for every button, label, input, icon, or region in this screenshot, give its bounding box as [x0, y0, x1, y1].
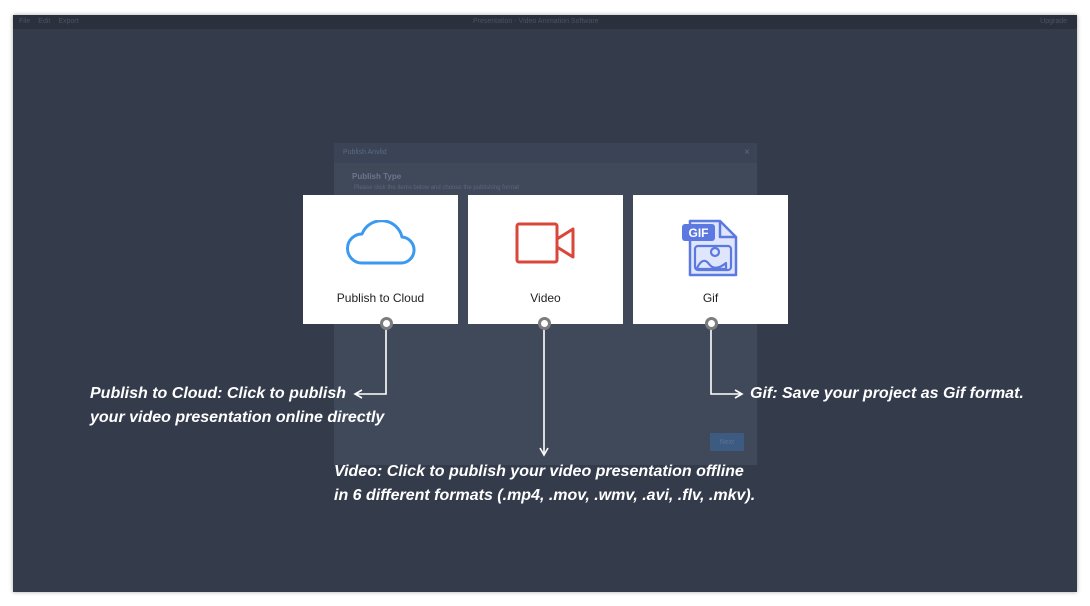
cloud-annotation: Publish to Cloud: Click to publish your …	[90, 382, 384, 430]
video-annotation-line1: Video: Click to publish your video prese…	[334, 463, 744, 480]
video-camera-icon	[468, 220, 623, 266]
gif-card[interactable]: GIF Gif	[633, 195, 788, 324]
card-label-video: Video	[530, 291, 561, 305]
video-annotation-line2: in 6 different formats (.mp4, .mov, .wmv…	[334, 487, 756, 504]
dialog-title: Publish Anvlid	[343, 149, 387, 156]
menu-export[interactable]: Export	[58, 18, 79, 25]
gif-callout-dot	[705, 317, 718, 330]
video-card[interactable]: Video	[468, 195, 623, 324]
cloud-annotation-line2: your video presentation online directly	[90, 409, 385, 426]
gif-badge-text: GIF	[688, 226, 708, 240]
menu-edit[interactable]: Edit	[38, 18, 51, 25]
cloud-callout-dot	[380, 317, 393, 330]
window-title: Presentation - Video Animation Software	[473, 18, 599, 25]
cloud-icon	[303, 220, 458, 266]
gif-annotation: Gif: Save your project as Gif format.	[750, 382, 1024, 406]
card-label-cloud: Publish to Cloud	[336, 291, 425, 305]
video-annotation: Video: Click to publish your video prese…	[334, 460, 755, 508]
close-icon[interactable]: ×	[744, 147, 750, 158]
video-callout-dot	[538, 317, 551, 330]
dialog-header: Publish Anvlid ×	[334, 143, 757, 163]
menu-file[interactable]: File	[19, 18, 31, 25]
section-description: Please click the items below and choose …	[354, 185, 520, 191]
cloud-annotation-line1: Publish to Cloud: Click to publish	[90, 385, 346, 402]
title-bar: File Edit Export Presentation - Video An…	[13, 15, 1077, 29]
section-title: Publish Type	[352, 172, 402, 181]
next-button[interactable]: Next	[710, 433, 744, 451]
card-label-gif: Gif	[702, 291, 719, 305]
upgrade-link[interactable]: Upgrade	[1040, 18, 1067, 25]
menu-bar: File Edit Export	[19, 18, 79, 25]
gif-file-icon: GIF	[633, 219, 788, 277]
title-bar-right: Upgrade	[1040, 18, 1067, 25]
gif-annotation-line1: Gif: Save your project as Gif format.	[750, 385, 1024, 402]
publish-to-cloud-card[interactable]: Publish to Cloud	[303, 195, 458, 324]
